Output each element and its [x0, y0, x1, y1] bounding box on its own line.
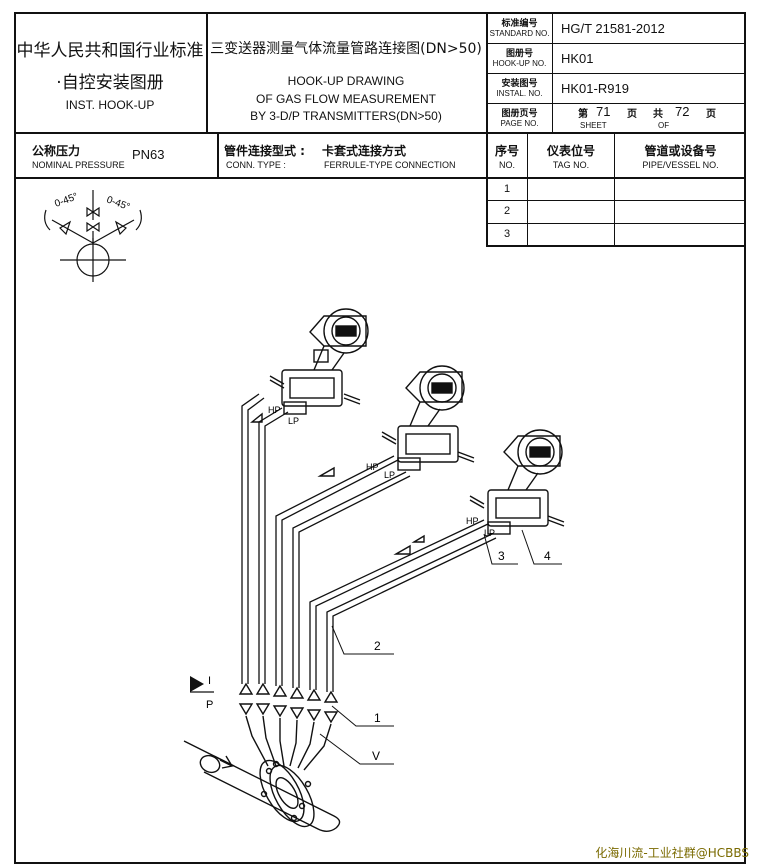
tag-table-col-1 — [527, 133, 528, 246]
col-no-header-cn: 序号 — [494, 144, 519, 158]
callout-4: 4 — [544, 549, 551, 563]
instal-no-label-cn: 安装图号 — [501, 79, 538, 89]
tag-row-3-no: 3 — [503, 228, 511, 240]
book-name-en: INST. HOOK-UP — [65, 98, 155, 112]
tag-table-col-2 — [614, 133, 615, 246]
instal-no-value: HK01-R919 — [561, 81, 629, 96]
drawing-title-en-3: BY 3-D/P TRANSMITTERS(DN>50) — [250, 109, 442, 123]
tag-table-bottom — [486, 245, 746, 247]
standard-no-label-en: STANDARD NO. — [489, 29, 550, 38]
of-label-en: OF — [658, 121, 670, 130]
hookup-no-value: HK01 — [561, 51, 594, 66]
standard-no-label: 标准编号 STANDARD NO. — [487, 16, 552, 38]
drawing-frame — [14, 12, 746, 864]
root-valves — [238, 682, 339, 771]
total-prefix: 共 — [653, 109, 663, 120]
title-row-line-3 — [486, 103, 746, 104]
transmitter-1 — [269, 308, 369, 415]
callout-1: 1 — [374, 711, 381, 725]
sheet-suffix: 页 — [627, 109, 637, 120]
hp-label-2: HP — [366, 462, 379, 472]
page-no-label-cn: 图册页号 — [501, 109, 538, 119]
nominal-pressure-label-cn: 公称压力 — [32, 144, 81, 158]
title-row-line-2 — [486, 73, 746, 74]
angle-left-label: 0-45° — [53, 191, 79, 210]
spec-divider-1 — [217, 133, 219, 178]
standard-no-label-cn: 标准编号 — [501, 19, 538, 29]
col-tag-header-cn: 仪表位号 — [546, 144, 595, 158]
nominal-pressure-value: PN63 — [132, 147, 165, 162]
callout-v: V — [372, 749, 380, 763]
hookup-no-label: 图册号 HOOK-UP NO. — [487, 46, 552, 68]
col-no-header-en: NO. — [498, 160, 515, 170]
page-no-label: 图册页号 PAGE NO. — [487, 106, 552, 128]
org-name: 中华人民共和国行业标准 — [16, 41, 204, 61]
tag-row-2-no: 2 — [503, 205, 511, 217]
col-pipe-header-cn: 管道或设备号 — [644, 144, 717, 158]
instal-no-label: 安装图号 INSTAL. NO. — [487, 76, 552, 98]
watermark: 化海川流-工业社群@HCBBS — [595, 846, 749, 860]
hp-label-1: HP — [268, 405, 281, 415]
sheet-value: 71 — [596, 104, 611, 119]
hookup-no-label-en: HOOK-UP NO. — [492, 59, 547, 68]
col-tag-header-en: TAG NO. — [552, 160, 590, 170]
drawing-title-cn: 三变送器测量气体流量管路连接图(DN>50) — [210, 41, 482, 57]
lp-label-3: LP — [484, 528, 495, 538]
total-suffix: 页 — [706, 109, 716, 120]
lp-label-1: LP — [288, 416, 299, 426]
conn-type-value-en: FERRULE-TYPE CONNECTION — [324, 160, 456, 170]
callout-3: 3 — [498, 549, 505, 563]
hookup-drawing: HP LP HP LP HP LP 2 1 V 3 4 I P — [183, 308, 565, 832]
flow-direction-icon — [190, 676, 204, 692]
col-pipe-header-en: PIPE/VESSEL NO. — [642, 160, 719, 170]
title-divider-3 — [552, 12, 553, 133]
hookup-no-label-cn: 图册号 — [505, 49, 533, 59]
sheet-label-en: SHEET — [580, 121, 607, 130]
flow-label-i: I — [208, 675, 211, 687]
instal-no-label-en: INSTAL. NO. — [496, 89, 543, 98]
title-row-line-1 — [486, 43, 746, 44]
conn-type-label-cn: 管件连接型式 : — [224, 144, 305, 158]
standard-no-value: HG/T 21581-2012 — [561, 21, 665, 36]
hp-label-3: HP — [466, 516, 479, 526]
title-divider-1 — [206, 12, 208, 133]
page-no-label-en: PAGE NO. — [500, 119, 539, 128]
angle-right-label: 0-45° — [105, 194, 131, 213]
tag-table-row-2 — [486, 223, 746, 224]
flow-label-p: P — [206, 699, 213, 711]
title-divider-2 — [486, 12, 488, 133]
leader-lines — [319, 529, 562, 765]
valve-symbol: 0-45° 0-45° — [44, 190, 142, 282]
tag-table-row-1 — [486, 200, 746, 201]
process-pipe — [183, 740, 341, 832]
transmitter-3 — [469, 429, 565, 535]
callout-2: 2 — [374, 639, 381, 653]
conn-type-value-cn: 卡套式连接方式 — [322, 144, 407, 158]
conn-type-label-en: CONN. TYPE : — [226, 160, 286, 170]
book-name-cn: ·自控安装图册 — [56, 73, 164, 93]
sheet-prefix: 第 — [578, 109, 588, 120]
lp-label-2: LP — [384, 470, 395, 480]
orifice-flange — [259, 759, 315, 828]
drawing-title-en-2: OF GAS FLOW MEASUREMENT — [255, 92, 436, 106]
tag-row-1-no: 1 — [503, 183, 511, 195]
spec-row-bottom-line — [14, 177, 746, 179]
drawing-title-en-1: HOOK-UP DRAWING — [287, 74, 405, 88]
nominal-pressure-label-en: NOMINAL PRESSURE — [32, 160, 125, 170]
transmitter-2 — [381, 365, 475, 471]
slope-markers — [250, 412, 425, 555]
total-value: 72 — [675, 104, 690, 119]
title-block-bottom-line — [14, 132, 746, 134]
spec-divider-2 — [486, 133, 488, 246]
impulse-lines — [241, 393, 497, 692]
